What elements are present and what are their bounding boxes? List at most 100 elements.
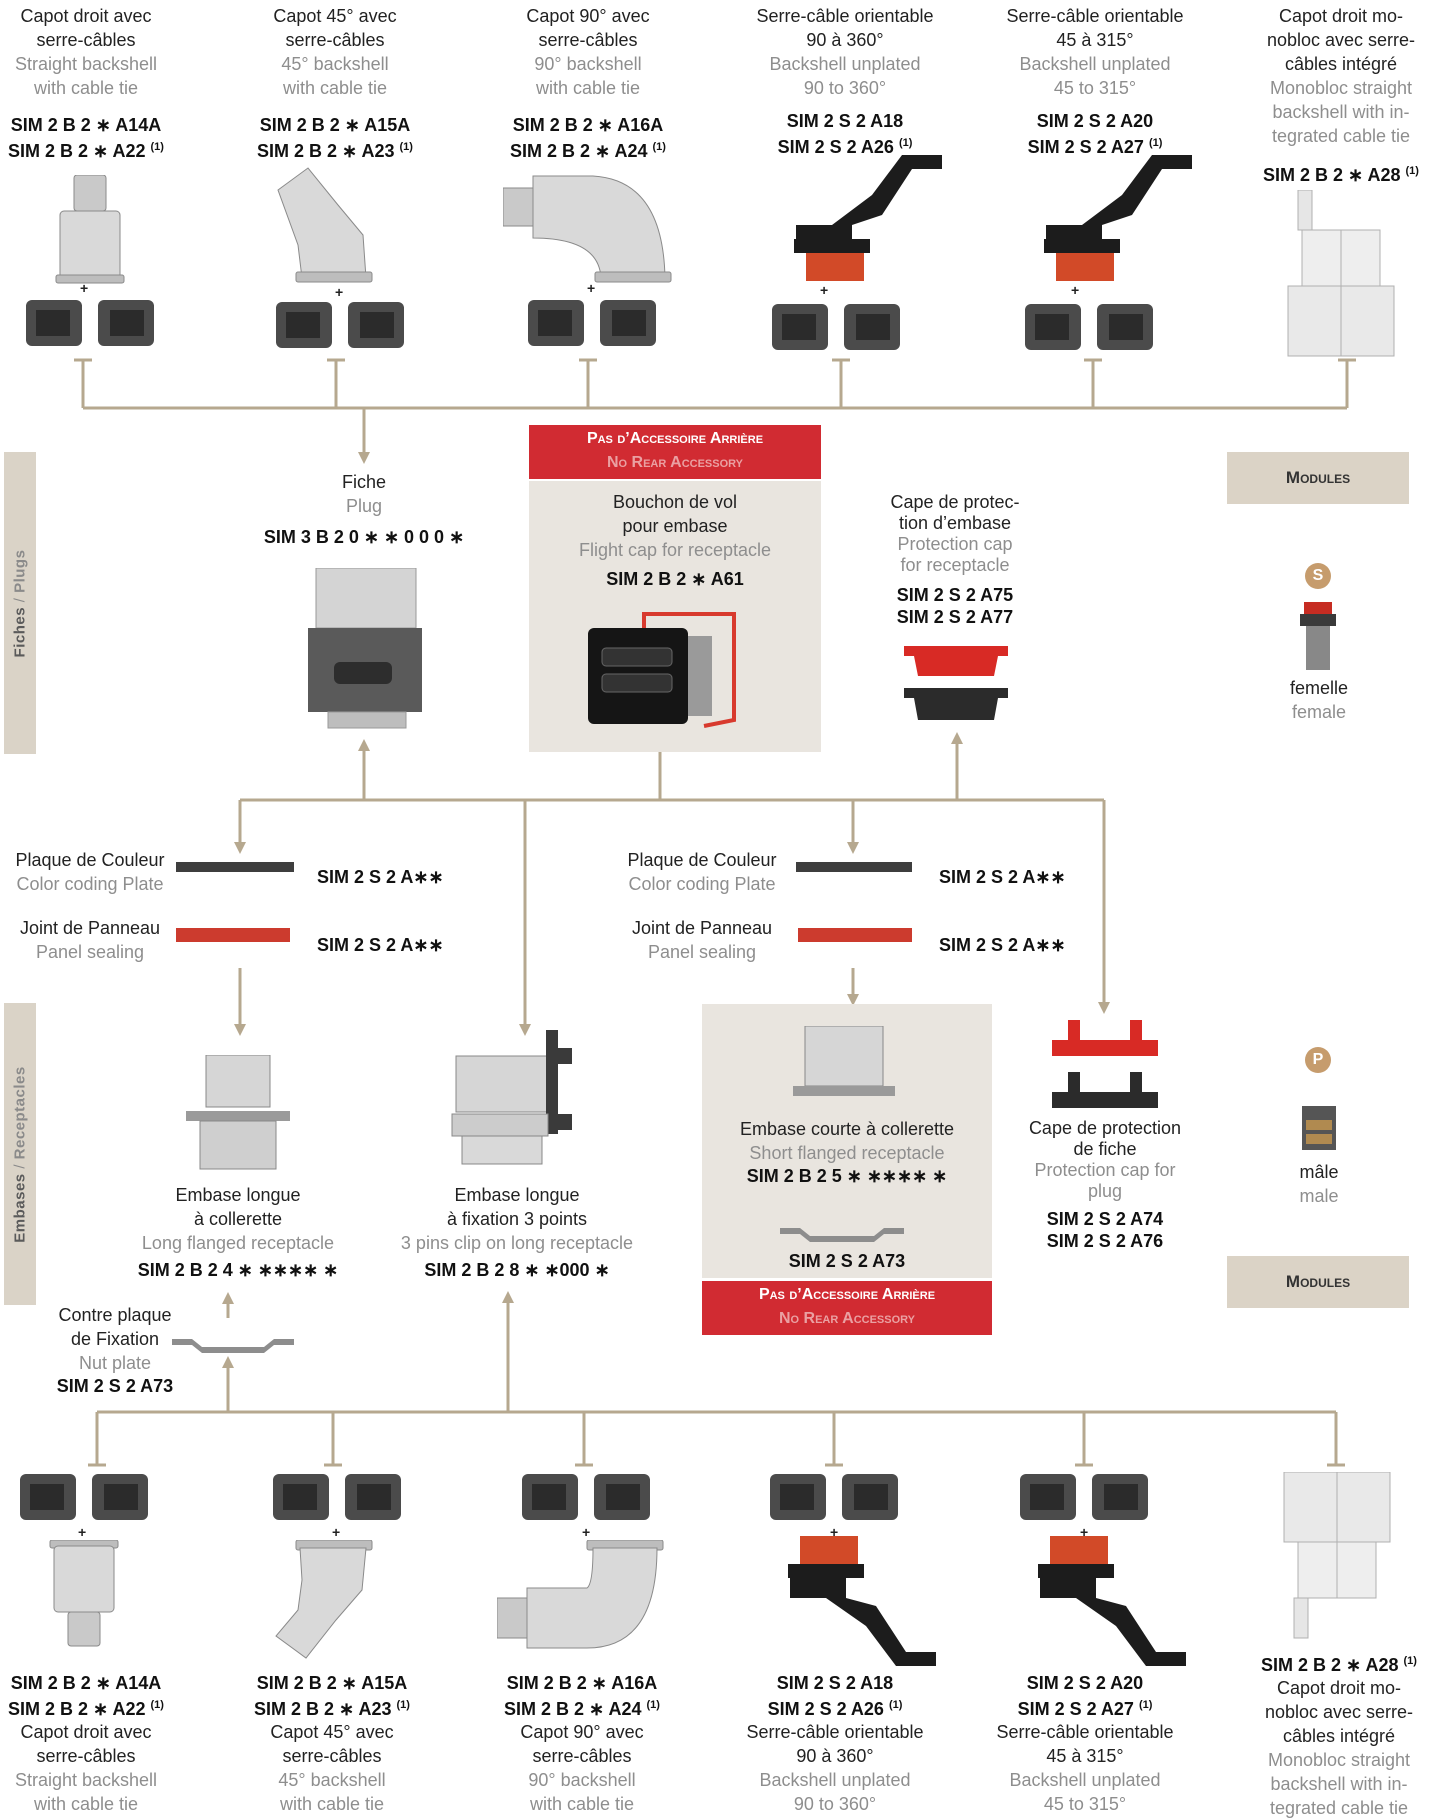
top-2-fr-1: Capot 45° avec <box>273 6 397 26</box>
male-en: male <box>1299 1186 1339 1206</box>
panel-seal-fr: Joint de Panneau <box>631 918 773 938</box>
top-1-fr-1: Capot droit avec <box>20 6 152 26</box>
protect-plug-block: Cape de protection de fiche Protection c… <box>1004 1118 1206 1252</box>
bottom-item-3: SIM 2 B 2 ∗ A16A SIM 2 B 2 ∗ A24 (1) Cap… <box>492 1672 672 1816</box>
top-5-en-2: 45 to 315° <box>1053 78 1137 98</box>
plus-sign: + <box>332 1524 341 1540</box>
color-plate-ref: SIM 2 S 2 A∗∗ <box>317 867 444 887</box>
bottom-6-fr-3: câbles intégré <box>1282 1726 1396 1746</box>
flight-cap-fr-2: pour embase <box>622 516 728 536</box>
top-5-note: (1) <box>1148 137 1163 149</box>
bottom-6-ref-1: SIM 2 B 2 ∗ A28 <box>1261 1655 1399 1675</box>
color-plate-en: Color coding Plate <box>16 874 164 894</box>
bottom-item-4: SIM 2 S 2 A18 SIM 2 S 2 A26 (1) Serre-câ… <box>725 1672 945 1816</box>
bottom-6-en-2: backshell with in- <box>1270 1774 1408 1794</box>
nut-plate-fr-2: de Fixation <box>70 1329 160 1349</box>
top-2-ref-2: SIM 2 B 2 ∗ A23 <box>257 141 395 161</box>
receptacle-caps-image <box>904 646 1008 720</box>
bottom-2-fr-1: Capot 45° avec <box>270 1722 394 1742</box>
bottom-5-ref-1: SIM 2 S 2 A20 <box>1026 1673 1144 1693</box>
color-plate-ref: SIM 2 S 2 A∗∗ <box>939 867 1066 887</box>
bottom-4-ref-2: SIM 2 S 2 A26 <box>767 1699 884 1719</box>
color-plate-left: Plaque de Couleur Color coding Plate <box>4 848 176 896</box>
bottom-3-en-2: with cable tie <box>529 1794 635 1814</box>
monobloc-backshell-image <box>1287 190 1395 357</box>
female-badge: S <box>1305 563 1331 589</box>
modules-tag-top: Modules <box>1227 452 1409 504</box>
plus-sign: + <box>335 284 344 300</box>
flight-cap-en: Flight cap for receptacle <box>578 540 772 560</box>
bottom-item-2: SIM 2 B 2 ∗ A15A SIM 2 B 2 ∗ A23 (1) Cap… <box>242 1672 422 1816</box>
no-rear-accessory-banner-bottom: Pas d’Accessoire Arrière No Rear Accesso… <box>702 1281 992 1335</box>
top-4-en-1: Backshell unplated <box>769 54 921 74</box>
short-nut-ref: SIM 2 S 2 A73 <box>788 1251 906 1271</box>
plus-sign: + <box>587 280 596 296</box>
nut-plate-ref: SIM 2 S 2 A73 <box>56 1376 174 1396</box>
top-1-en-1: Straight backshell <box>14 54 158 74</box>
top-5-fr-2: 45 à 315° <box>1056 30 1134 50</box>
bottom-1-ref-1: SIM 2 B 2 ∗ A14A <box>10 1673 162 1693</box>
top-1-ref-1: SIM 2 B 2 ∗ A14A <box>10 115 162 135</box>
bottom-4-en-2: 90 to 360° <box>793 1794 877 1814</box>
color-plate-fr: Plaque de Couleur <box>627 850 777 870</box>
nut-plate-block: Contre plaque de Fixation Nut plate SIM … <box>40 1303 190 1397</box>
rotatable-backshell-45-image <box>1038 1536 1186 1666</box>
long-flanged-ref: SIM 2 B 2 4 ∗ ∗∗∗∗ ∗ <box>137 1260 339 1280</box>
top-6-fr-1: Capot droit mo- <box>1278 6 1404 26</box>
receptacles-en: Receptacles <box>11 1065 29 1159</box>
plus-sign: + <box>820 282 829 298</box>
straight-backshell-image <box>55 175 125 284</box>
bottom-6-en-1: Monobloc straight <box>1267 1750 1411 1770</box>
cable-tie-clips-image <box>1020 1474 1148 1520</box>
bottom-2-ref-1: SIM 2 B 2 ∗ A15A <box>256 1673 408 1693</box>
top-1-note: (1) <box>150 141 164 153</box>
top-6-note: (1) <box>1405 165 1419 177</box>
backshell-90-image <box>497 1540 664 1649</box>
top-1-fr-2: serre-câbles <box>36 30 136 50</box>
protect-receptacle-ref-1: SIM 2 S 2 A75 <box>896 585 1014 605</box>
bottom-6-fr-1: Capot droit mo- <box>1276 1678 1402 1698</box>
top-4-note: (1) <box>898 137 913 149</box>
color-plate-image <box>796 862 912 872</box>
bottom-2-en-2: with cable tie <box>279 1794 385 1814</box>
color-plate-en: Color coding Plate <box>628 874 776 894</box>
long-clip-fr-2: à fixation 3 points <box>446 1209 588 1229</box>
separator: / <box>11 1158 29 1173</box>
top-3-ref-1: SIM 2 B 2 ∗ A16A <box>512 115 664 135</box>
short-flanged-fr: Embase courte à collerette <box>739 1119 955 1139</box>
plug-image <box>308 568 422 729</box>
top-3-fr-2: serre-câbles <box>538 30 638 50</box>
bottom-3-fr-2: serre-câbles <box>532 1746 632 1766</box>
protect-receptacle-block: Cape de protec- tion d’embase Protection… <box>862 492 1048 628</box>
top-3-ref-2: SIM 2 B 2 ∗ A24 <box>510 141 648 161</box>
top-5-fr-1: Serre-câble orientable <box>1006 6 1184 26</box>
cable-tie-clips-image <box>1025 304 1153 350</box>
plug-caps-image <box>1052 1020 1158 1108</box>
long-flanged-fr-1: Embase longue <box>175 1185 301 1205</box>
male-fr: mâle <box>1299 1162 1339 1182</box>
short-flanged-ref: SIM 2 B 2 5 ∗ ∗∗∗∗ ∗ <box>746 1166 948 1186</box>
top-3-en-1: 90° backshell <box>534 54 642 74</box>
bottom-item-5: SIM 2 S 2 A20 SIM 2 S 2 A27 (1) Serre-câ… <box>975 1672 1195 1816</box>
top-item-1: Capot droit avec serre-câbles Straight b… <box>0 4 172 162</box>
rotatable-backshell-90-image <box>794 155 942 281</box>
top-3-en-2: with cable tie <box>535 78 641 98</box>
no-rear-fr: Pas d’Accessoire Arrière <box>758 1286 936 1303</box>
nut-plate-image <box>780 1228 904 1242</box>
protect-plug-ref-2: SIM 2 S 2 A76 <box>1046 1231 1164 1251</box>
top-6-fr-2: nobloc avec serre- <box>1266 30 1416 50</box>
long-clip-en: 3 pins clip on long receptacle <box>400 1233 634 1253</box>
top-2-note: (1) <box>399 141 413 153</box>
long-clip-receptacle-image <box>451 1030 572 1165</box>
top-item-4: Serre-câble orientable 90 à 360° Backshe… <box>735 4 955 158</box>
protect-receptacle-fr-1: Cape de protec- <box>890 492 1020 512</box>
no-rear-fr: Pas d’Accessoire Arrière <box>586 430 764 447</box>
long-clip-ref: SIM 2 B 2 8 ∗ ∗000 ∗ <box>424 1260 610 1280</box>
receptacles-fr: Embases <box>11 1172 29 1243</box>
top-1-en-2: with cable tie <box>33 78 139 98</box>
top-item-6: Capot droit mo- nobloc avec serre- câble… <box>1248 4 1434 186</box>
bottom-3-fr-1: Capot 90° avec <box>520 1722 644 1742</box>
top-4-ref-2: SIM 2 S 2 A26 <box>777 137 894 157</box>
bottom-5-en-1: Backshell unplated <box>1009 1770 1161 1790</box>
